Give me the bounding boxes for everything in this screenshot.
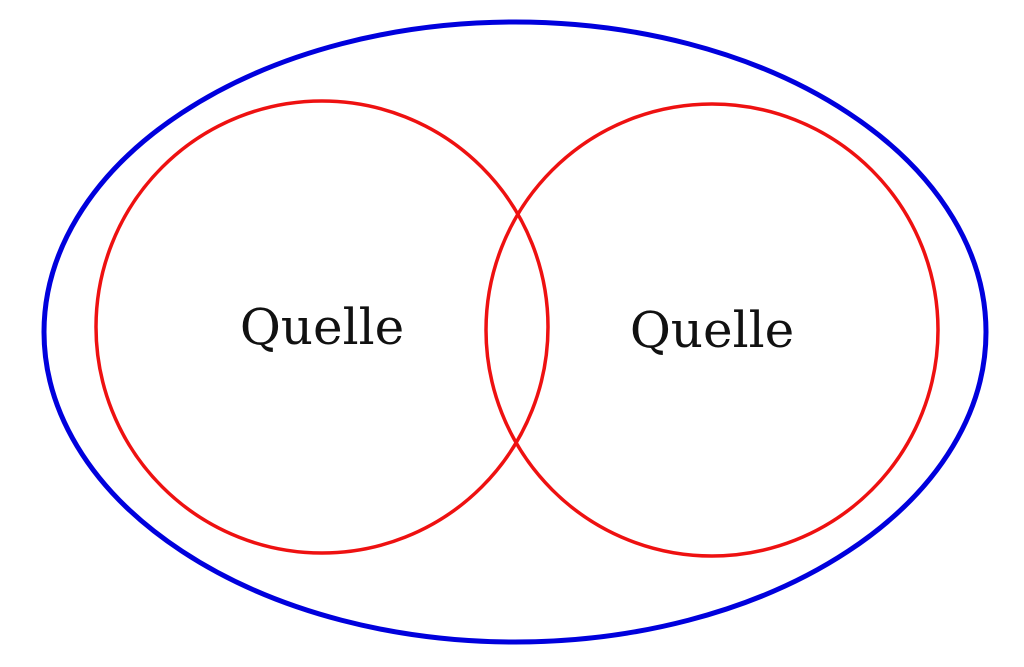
left-circle-label: Quelle [240,298,404,356]
right-circle [484,102,940,558]
left-circle [94,99,550,555]
outer-ellipse [41,19,989,645]
right-circle-label: Quelle [630,301,794,359]
